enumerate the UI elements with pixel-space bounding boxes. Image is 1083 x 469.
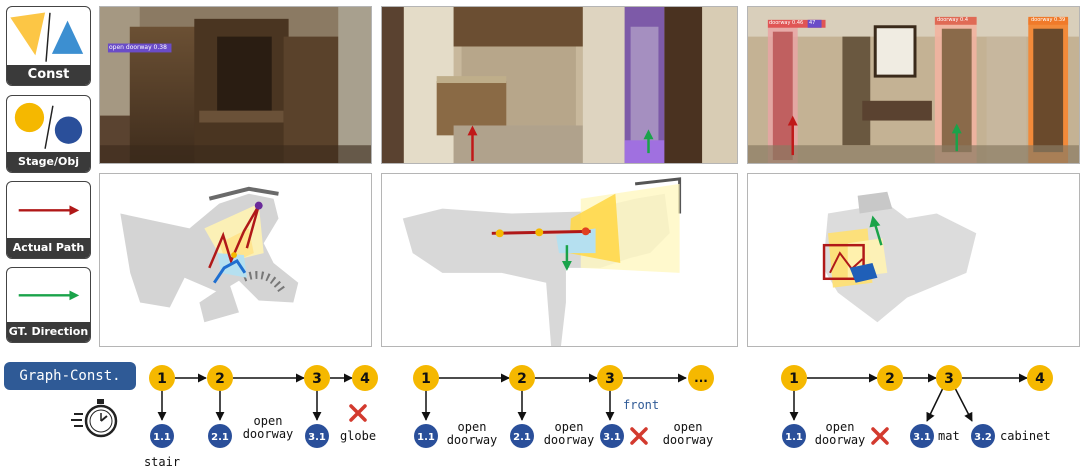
object-node-label: 1.1 — [153, 432, 171, 443]
legend-gt-direction: GT. Direction — [6, 267, 91, 343]
object-label: globe — [340, 429, 376, 443]
object-label: mat — [938, 429, 960, 443]
stage-node-label: 3 — [605, 371, 615, 387]
object-node-2-1: 2.1 — [208, 424, 232, 448]
panorama-image-1: open doorway 0.38 — [99, 6, 372, 164]
object-node-1-1: 1.1 — [414, 424, 438, 448]
object-node-label: 2.1 — [513, 432, 531, 443]
stage-node-label: 3 — [312, 371, 322, 387]
const-shapes-icon — [10, 12, 84, 62]
legend-actual-path: Actual Path — [6, 181, 91, 259]
object-node-label: 1.1 — [417, 432, 435, 443]
stage-node-3: 3 — [304, 365, 330, 391]
legend-const-label: Const — [7, 65, 90, 85]
object-node-1-1: 1.1 — [782, 424, 806, 448]
red-x-icon — [349, 404, 367, 422]
stopwatch-icon — [71, 399, 118, 438]
object-label: stair — [144, 455, 180, 469]
stage-node-label: 4 — [360, 371, 370, 387]
object-node-3-2: 3.2 — [971, 424, 995, 448]
detection-box-label: doorway 0.39 — [1031, 17, 1066, 23]
stage-node-label: 2 — [885, 371, 895, 387]
topdown-map-3 — [747, 173, 1080, 347]
legend-actual-path-label: Actual Path — [7, 238, 90, 258]
stage-node-3: 3 — [597, 365, 623, 391]
stage-node-4: 4 — [1027, 365, 1053, 391]
object-node-3-1: 3.1 — [600, 424, 624, 448]
legend-stage-obj-label: Stage/Obj — [7, 152, 90, 172]
stage-node-label: 3 — [944, 371, 954, 387]
topdown-map-1 — [99, 173, 372, 347]
red-x-icon — [871, 427, 889, 445]
stage-node-4: 4 — [352, 365, 378, 391]
stage-node-label: 2 — [215, 371, 225, 387]
legend-stage-obj: Stage/Obj — [6, 95, 91, 173]
object-label: cabinet — [1000, 429, 1051, 443]
object-node-1-1: 1.1 — [150, 424, 174, 448]
object-node-label: 3.1 — [308, 432, 326, 443]
panorama-image-2 — [381, 6, 738, 164]
legend-gt-direction-label: GT. Direction — [7, 322, 90, 342]
stage-node-label: 2 — [517, 371, 527, 387]
stage-node-1: 1 — [781, 365, 807, 391]
object-node-3-1: 3.1 — [305, 424, 329, 448]
object-node-3-1: 3.1 — [910, 424, 934, 448]
object-node-label: 1.1 — [785, 432, 803, 443]
legend-const: Const — [6, 6, 91, 86]
panorama-image-3: doorway 0.46 47 doorway 0.4 doorway 0.39 — [747, 6, 1080, 164]
green-arrow-icon — [18, 290, 80, 301]
object-node-label: 3.1 — [913, 432, 931, 443]
stage-node-3: 3 — [936, 365, 962, 391]
stage-node-ellipsis: ... — [688, 365, 714, 391]
detection-box-label: doorway 0.4 — [937, 17, 969, 23]
stage-node-1: 1 — [413, 365, 439, 391]
object-node-label: 2.1 — [211, 432, 229, 443]
topdown-map-2 — [381, 173, 738, 347]
stage-node-2: 2 — [877, 365, 903, 391]
stage-node-label: 1 — [157, 371, 167, 387]
object-node-label: 3.1 — [603, 432, 621, 443]
detection-box-label: 47 — [809, 20, 816, 26]
object-node-2-1: 2.1 — [510, 424, 534, 448]
stage-object-circles-icon — [14, 102, 83, 149]
stage-node-label: 1 — [421, 371, 431, 387]
object-node-label: 3.2 — [974, 432, 992, 443]
stage-node-2: 2 — [207, 365, 233, 391]
stage-node-label: ... — [694, 371, 708, 385]
stage-node-label: 1 — [789, 371, 799, 387]
stage-node-1: 1 — [149, 365, 175, 391]
relation-label: front — [623, 398, 659, 412]
graph-const-badge: Graph-Const. — [4, 362, 136, 390]
red-x-icon — [630, 427, 648, 445]
detection-box-label: doorway 0.46 — [769, 20, 804, 26]
red-arrow-icon — [18, 205, 80, 216]
stage-node-label: 4 — [1035, 371, 1045, 387]
detection-box-label: open doorway 0.38 — [109, 44, 167, 51]
stage-node-2: 2 — [509, 365, 535, 391]
